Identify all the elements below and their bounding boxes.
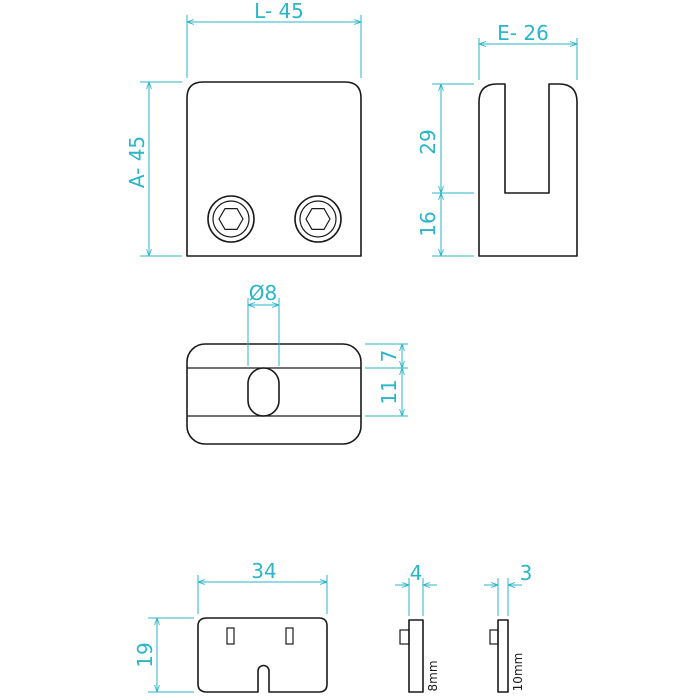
hex-socket-icon xyxy=(305,208,331,230)
gasket-height-label: 19 xyxy=(133,642,157,667)
dimension-insert-8mm: 4 xyxy=(395,561,437,616)
dimension-upper: 29 16 xyxy=(416,83,474,257)
offset-label: 7 xyxy=(377,350,401,363)
bolt-right xyxy=(294,195,342,243)
dimension-offset: 7 11 xyxy=(365,343,408,417)
gasket-notch-right xyxy=(285,627,294,645)
bolt-left xyxy=(207,195,255,243)
side-body xyxy=(478,83,578,257)
slot-label: 11 xyxy=(377,379,401,404)
insert-10mm-plate xyxy=(497,619,509,693)
slot-hole xyxy=(247,367,280,417)
gasket-body xyxy=(197,617,328,693)
dimension-hole: Ø8 xyxy=(247,281,280,366)
height-label: A- 45 xyxy=(125,136,149,188)
front-body xyxy=(186,81,362,257)
insert-8mm-thickness: 4 xyxy=(410,561,423,585)
gasket-width-label: 34 xyxy=(251,559,276,583)
depth-label: E- 26 xyxy=(497,21,549,45)
length-label: L- 45 xyxy=(254,0,304,23)
gasket-notch-left xyxy=(226,627,235,645)
insert-8mm-size: 8mm xyxy=(426,660,440,691)
insert-10mm-tab xyxy=(489,629,499,645)
insert-8mm-plate xyxy=(408,619,424,693)
dimension-height: A- 45 xyxy=(125,81,182,257)
front-view: L- 45 A- 45 xyxy=(125,0,362,257)
hole-label: Ø8 xyxy=(249,281,277,305)
insert-8mm-tab xyxy=(399,629,410,645)
dimension-length: L- 45 xyxy=(186,0,362,78)
hex-socket-icon xyxy=(218,208,244,230)
lower-label: 16 xyxy=(416,211,440,236)
top-view: Ø8 7 11 xyxy=(186,281,408,445)
insert-8mm: 4 8mm xyxy=(395,561,440,693)
dimension-insert-10mm: 3 xyxy=(484,561,532,616)
side-view: E- 26 29 16 xyxy=(416,21,578,257)
insert-10mm-size: 10mm xyxy=(511,653,525,692)
dimension-depth: E- 26 xyxy=(478,21,578,80)
insert-10mm-thickness: 3 xyxy=(520,561,533,585)
gasket-view: 34 19 xyxy=(133,559,328,693)
dimension-gasket-height: 19 xyxy=(133,617,194,693)
upper-label: 29 xyxy=(416,129,440,154)
insert-10mm: 3 10mm xyxy=(484,561,532,693)
dimension-gasket-width: 34 xyxy=(197,559,328,614)
top-body xyxy=(186,343,362,445)
